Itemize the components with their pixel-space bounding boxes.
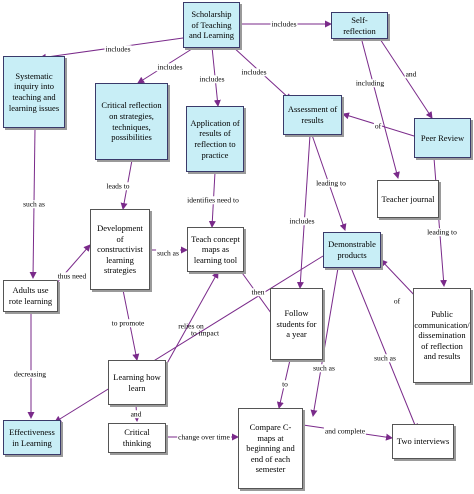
label-includes-top: includes (270, 19, 298, 29)
edge-assessment-follow (296, 134, 311, 289)
label-identifies-need: identifies need to (186, 195, 240, 205)
node-learning-how-learn[interactable]: Learning how learn (108, 360, 166, 405)
node-effectiveness[interactable]: Effectiveness in Learning (3, 420, 61, 455)
node-demonstrable-products[interactable]: Demonstrable products (323, 232, 381, 268)
label-and-complete: and complete (323, 426, 367, 436)
node-assessment-results[interactable]: Assessment of results (283, 95, 342, 135)
label-and-critical: and (129, 409, 143, 419)
node-self-reflection[interactable]: Self-reflection (331, 12, 388, 39)
node-two-interviews[interactable]: Two interviews (392, 424, 454, 459)
label-thus-need: thus need (56, 271, 88, 281)
label-includes-left: includes (104, 44, 132, 54)
label-such-as-compare: such as (312, 363, 336, 373)
label-of-public: of (392, 296, 402, 306)
label-includes-a: includes (156, 62, 184, 72)
node-public-communication[interactable]: Public communication/ dissemination of r… (413, 288, 471, 383)
label-to-promote: to promote (110, 318, 146, 328)
node-compare-cmaps[interactable]: Compare C-maps at beginning and end of e… (238, 408, 303, 489)
node-follow-students[interactable]: Follow students for a year (270, 288, 323, 360)
label-includes-c: includes (240, 67, 268, 77)
label-relies-on: relies on (178, 321, 204, 331)
label-including: including (354, 78, 386, 88)
label-then: then (250, 287, 266, 297)
node-teacher-journal[interactable]: Teacher journal (377, 180, 439, 218)
edge-learning-teach (164, 271, 219, 368)
label-of-assessment: of (373, 121, 383, 131)
node-teach-concept-maps[interactable]: Teach concept maps as learning tool (187, 227, 244, 272)
label-such-as-teach: such as (156, 248, 180, 258)
label-leads-to-dev: leads to (105, 181, 131, 191)
node-systematic-inquiry[interactable]: Systematic inquiry into teaching and lea… (3, 56, 65, 128)
label-to-compare: to (281, 379, 289, 389)
node-application-results[interactable]: Application of results of reflection to … (186, 106, 244, 172)
label-includes-b: includes (198, 74, 226, 84)
node-scholarship[interactable]: Scholarship of Teaching and Learning (183, 2, 240, 48)
label-to-impact: to impact (190, 328, 220, 338)
node-adults-rote[interactable]: Adults use rote learning (3, 280, 58, 312)
edge-selfreflection-journal (361, 40, 400, 179)
label-decreasing: decreasing (12, 369, 48, 379)
label-leading-to-demo: leading to (315, 178, 347, 188)
edge-demo-compare (310, 267, 339, 417)
node-peer-review[interactable]: Peer Review (414, 118, 471, 158)
label-such-as-interviews: such as (373, 353, 397, 363)
node-critical-reflection[interactable]: Critical reflection on strategies, techn… (95, 83, 168, 160)
node-development-constructivist[interactable]: Development of constructivist learning s… (90, 209, 150, 290)
edge-selfreflection-peerreview (379, 38, 433, 119)
label-includes-follow: includes (288, 216, 316, 226)
label-and-self: and (404, 69, 418, 79)
label-change-over-time: change over time (177, 432, 231, 442)
edge-demo-effectiveness (54, 255, 324, 423)
label-such-as-adults: such as (22, 199, 46, 209)
edge-peerreview-public (433, 157, 448, 287)
node-critical-thinking[interactable]: Critical thinking (108, 423, 166, 453)
edge-demo-interviews (351, 269, 418, 431)
label-leading-to-public: leading to (426, 227, 458, 237)
